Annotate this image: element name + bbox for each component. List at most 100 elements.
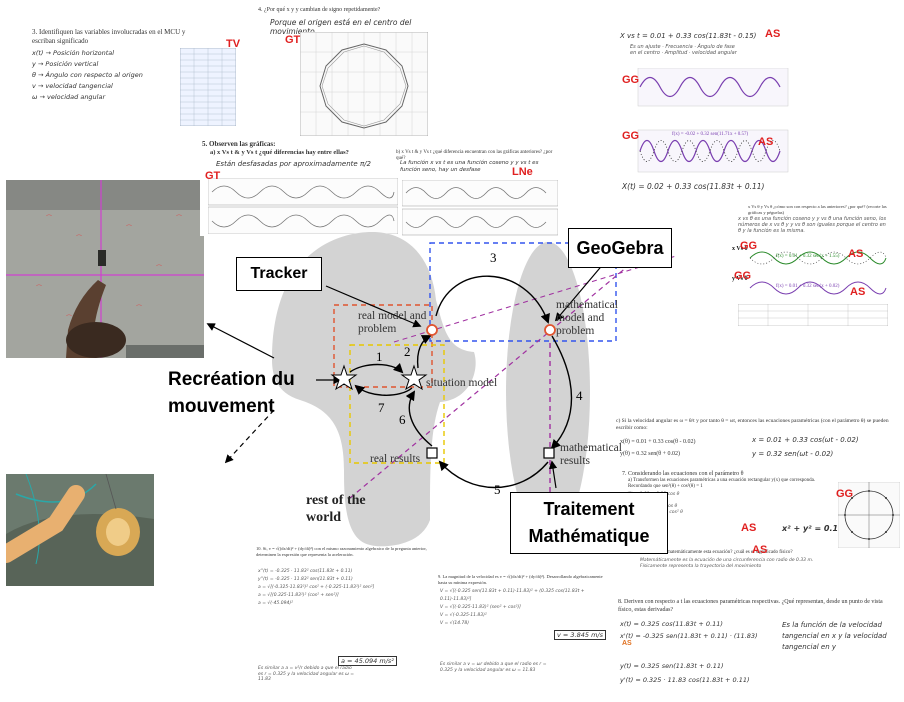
q7-title: 7. Considerando las ecuaciones con el pa… [622, 471, 744, 477]
tag-gg-2: GG [622, 130, 640, 142]
qc-hand1: x = 0.01 + 0.33 cos(ωt - 0.02) [752, 436, 859, 444]
tag-as-5: AS [741, 522, 757, 534]
q10-result: a = 45.094 m/s² [338, 656, 397, 666]
pointer-recreation-up [206, 323, 275, 359]
q7-a: a) Transformen las ecuaciones paramétric… [628, 478, 816, 489]
q6b-notes: x vs θ es una función coseno y y vs θ un… [738, 216, 887, 234]
node-star-rest [330, 364, 358, 391]
step-4: 4 [576, 388, 583, 403]
q6a-fit: f(x) = -0.02 + 0.32 sen(11.71x + 0.57) [672, 132, 749, 137]
q4-title: 4. ¿Por qué x y y cambian de signo repet… [258, 7, 381, 13]
tag-as-4: AS [850, 286, 866, 298]
arrow-3 [435, 275, 550, 324]
traitement-label: Traitement Mathématique [510, 492, 668, 554]
doc-question-5: 5. Observen las gráficas: a) x Vs t & y … [200, 140, 560, 236]
arrow-7 [354, 384, 413, 396]
pointer-recreation-down [224, 409, 275, 464]
tag-gg-5: GG [836, 488, 854, 500]
q3-line: y → Posición vertical [32, 60, 99, 68]
q6a-equation: X vs t = 0.01 + 0.33 cos(11.83t - 0.15) [620, 32, 757, 40]
node-star-situation [400, 364, 428, 391]
tag-gg-4: GG [734, 270, 752, 282]
q6a-sine-plots [637, 68, 789, 173]
qc-eq2: y(θ) = 0.32 sen(θ + 0.02) [620, 451, 681, 457]
node-mathematical-model [544, 324, 556, 336]
doc-question-4: 4. ¿Por qué x y y cambian de signo repet… [256, 6, 446, 136]
math-world-blob [506, 242, 590, 542]
arrow-4 [550, 335, 573, 450]
q8-eq1: x(t) = 0.325 cos(11.83t + 0.11) [620, 620, 723, 628]
recreation-label: Recréation du mouvement [168, 369, 295, 417]
q3-data-table [180, 48, 236, 126]
pointer-traitement [548, 460, 558, 489]
q6b-y-label: y Vs θ [732, 276, 748, 282]
svg-text:⌒: ⌒ [76, 235, 82, 242]
q6b-fit-2: f(x) = 0.01 + 0.32 sen(x + 0.02) [776, 284, 840, 289]
node-real-results [426, 447, 438, 459]
q7-circle-plot [838, 482, 900, 548]
qc-hand2: y = 0.32 sen(ωt - 0.02) [752, 450, 834, 458]
q8-title: 8. Deriven con respecto a t las ecuacion… [618, 599, 883, 613]
q5b-answer: La función x vs t es una función coseno … [400, 160, 539, 173]
doc-question-10: 10. Si, v = √((dx/dt)² + (dy/dt)²) con e… [254, 546, 430, 696]
q9-answer: Es similar a v = ωr debido a que el radi… [440, 662, 547, 673]
q5-title: 5. Observen las gráficas: [202, 140, 276, 148]
q3-line: ω → velocidad angular [32, 93, 106, 101]
q4-answer: Porque el origen está en el centro del m… [270, 18, 412, 36]
q3-line: θ → Ángulo con respecto al origen [32, 71, 143, 79]
q9-result: v = 3.845 m/s [554, 630, 607, 640]
step-5: 5 [494, 482, 501, 497]
node-real-model [426, 324, 438, 336]
tag-tv: TV [226, 38, 241, 50]
qc-eq1: x(θ) = 0.01 + 0.33 cos(θ - 0.02) [620, 439, 696, 445]
tag-as-6: AS [752, 544, 768, 556]
svg-text:⌒: ⌒ [126, 225, 132, 232]
arrow-1 [349, 362, 404, 374]
q8-eq2: x'(t) = -0.325 sen(11.83t + 0.11) · (11.… [620, 632, 758, 640]
q5a-sine-plots [208, 178, 398, 234]
tag-gt-1: GT [285, 34, 301, 46]
tag-as-7: AS [622, 640, 632, 647]
q6b-x-label: x Vs θ [732, 246, 748, 252]
tag-as-3: AS [848, 248, 864, 260]
q5-sub: a) x Vs t & y Vs t ¿qué diferencias hay … [210, 149, 349, 156]
q9-workings: V = √[(-0.325 sen(11.83t + 0.11)·11.83)²… [440, 589, 585, 626]
svg-text:⌒: ⌒ [36, 285, 42, 292]
label-situation-model: situation model [426, 377, 498, 389]
tag-gg-1: GG [622, 74, 640, 86]
label-real-model: real model and problem [358, 310, 427, 335]
svg-text:⌒: ⌒ [156, 265, 162, 272]
geogebra-zone-box [429, 242, 617, 342]
q9-title: 9. La magnitud de la velocidad es v = √(… [438, 574, 603, 585]
doc-question-8: 8. Deriven con respecto a t las ecuacion… [616, 598, 902, 698]
label-mathematical-results: mathematical results [560, 442, 622, 467]
tracker-zone-box [333, 304, 433, 388]
q3-answers: x(t) → Posición horizontal y → Posición … [32, 48, 182, 103]
tracker-label: Tracker [236, 257, 322, 291]
label-real-results: real results [370, 453, 421, 465]
q7-b-answer: Matemáticamente es la ecuación de una ci… [640, 558, 814, 569]
tag-as-1: AS [765, 28, 781, 40]
tracker-photo-drawing: ⌒⌒⌒ ⌒⌒⌒ ⌒⌒ [6, 180, 204, 358]
q5b-sine-plots [402, 180, 558, 236]
svg-text:⌒: ⌒ [66, 315, 72, 322]
tag-lne: LNe [512, 166, 533, 178]
q10-answer: Es similar a a = v²/r debido a que el ra… [258, 666, 355, 682]
q5b-title: b) x Vs t & y Vs t ¿qué diferencia encue… [396, 150, 553, 161]
arrow-2 [416, 335, 432, 369]
rest-of-world-blob [272, 232, 476, 547]
doc-question-6b: x Vs θ y Vs θ ¿cómo son con respecto a l… [728, 204, 892, 328]
step-7: 7 [378, 400, 385, 415]
tag-gt-2: GT [205, 170, 221, 182]
tag-as-2: AS [758, 136, 774, 148]
pointer-tracker [325, 285, 422, 328]
q7-result: x² + y² = 0.1 [782, 524, 839, 533]
arrow-6 [405, 390, 433, 447]
doc-question-9: 9. La magnitud de la velocidad es v = √(… [436, 574, 612, 696]
q7-b: b) ¿Qué representa matemáticamente esta … [628, 550, 793, 555]
tracker-photo-wall: ⌒⌒⌒ ⌒⌒⌒ ⌒⌒ [6, 180, 204, 358]
svg-text:⌒: ⌒ [136, 305, 142, 312]
q6a-notes: Es un ajuste · Frecuencia · Ángulo de fa… [630, 44, 737, 56]
q6b-table [738, 304, 888, 326]
